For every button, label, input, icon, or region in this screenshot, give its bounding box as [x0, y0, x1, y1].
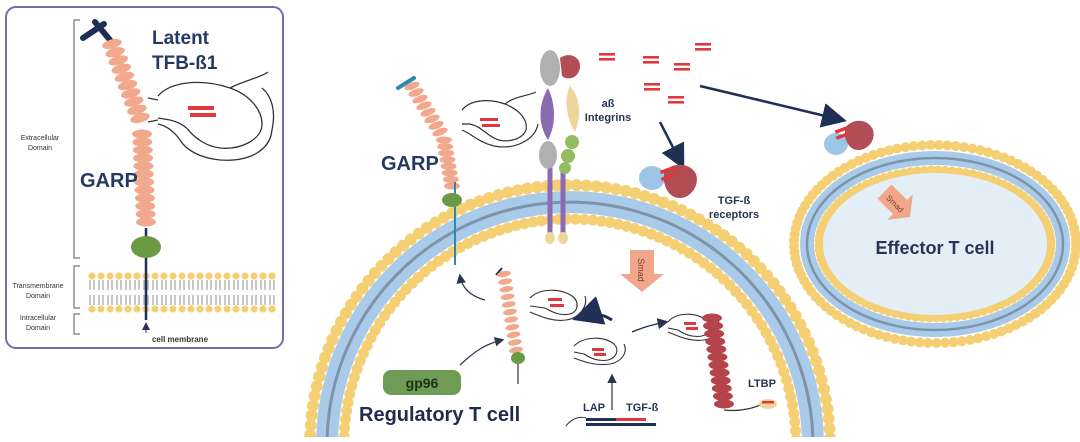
main-olive-domain: [442, 193, 462, 207]
regulatory-cell-membrane: [304, 179, 836, 442]
left-title-line1: Latent: [152, 28, 210, 49]
integrins-label-line2: Integrins: [585, 112, 631, 124]
gp96-box: [383, 370, 461, 395]
regulatory-label: Regulatory T cell: [359, 404, 520, 426]
left-garp-label: GARP: [80, 170, 138, 192]
integrins-label-line1: aß: [602, 98, 615, 110]
domain-intracellular-line1: Intracellular: [20, 315, 57, 322]
arrow-to-receptor: [658, 121, 685, 170]
effector-cytoplasm: [823, 173, 1047, 315]
lap-label: LAP: [583, 402, 605, 414]
left-latent-tgf-complex: [147, 71, 275, 161]
reg-smad-label: Smad: [636, 258, 646, 282]
arrow-to-surface: [456, 273, 486, 301]
main-garp-chain: [396, 76, 462, 265]
domain-transmembrane-line2: Domain: [26, 293, 50, 300]
left-title-line2: TFB-ß1: [152, 53, 218, 74]
arrow-gp96: [459, 337, 505, 366]
reg-smad-arrow: Smad: [620, 250, 664, 292]
arrow-to-ltbp: [631, 318, 669, 333]
left-olive-domain: [131, 236, 161, 258]
arrow-to-effector: [699, 84, 847, 128]
left-panel: Extracellular Domain Transmembrane Domai…: [5, 6, 284, 349]
ltbp-label: LTBP: [748, 378, 776, 390]
receptors-label-line1: TGF-ß: [718, 195, 751, 207]
effector-label: Effector T cell: [875, 238, 994, 258]
domain-brackets: [73, 19, 80, 335]
receptors-label-line2: receptors: [709, 209, 759, 221]
domain-intracellular-line2: Domain: [26, 325, 50, 332]
reg-tgf-receptor: [639, 164, 697, 198]
ltbp-complex: [667, 313, 777, 412]
tgf-gene-label: TGF-ß: [626, 402, 659, 414]
intracellular-complex-2: [573, 337, 626, 366]
effector-smad-arrow: Smad: [877, 184, 913, 220]
arrow-complex-to-garp: [572, 296, 613, 325]
left-tgf-beta-dimer: [188, 106, 216, 117]
main-garp-label: GARP: [381, 153, 439, 175]
effector-tgf-receptor: [824, 120, 874, 155]
left-membrane-bilayer: [88, 272, 276, 313]
domain-extracellular-line2: Domain: [28, 145, 52, 152]
left-garp-chain: [80, 19, 161, 320]
intracellular-garp: [495, 267, 525, 384]
cell-membrane-label: cell membrane: [152, 335, 209, 344]
free-tgf-beta-dimers: [599, 43, 711, 104]
main-latent-complex: [461, 91, 539, 148]
domain-extracellular-line1: Extracellular: [21, 135, 60, 142]
integrin-dimer: [539, 50, 580, 244]
lap-tgf-gene: [565, 373, 656, 427]
effector-t-cell: Effector T cell Smad: [789, 120, 1080, 348]
gp96-label: gp96: [406, 375, 439, 391]
domain-transmembrane-line1: Transmembrane: [12, 283, 63, 290]
